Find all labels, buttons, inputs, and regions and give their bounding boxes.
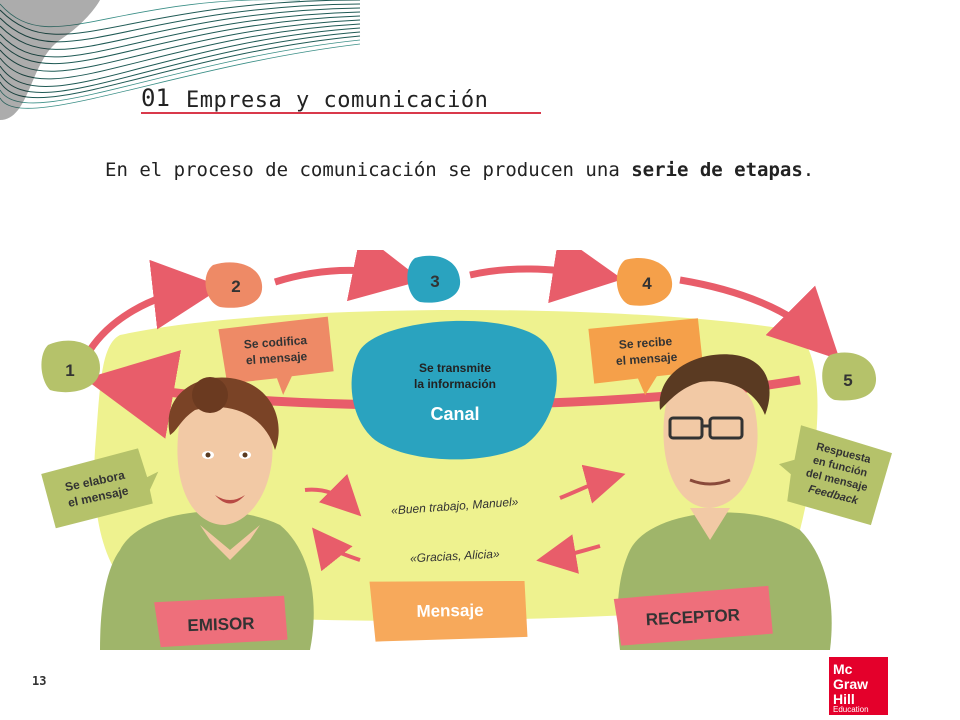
- page-number: 13: [32, 674, 47, 688]
- mcgraw-hill-logo: Mc Graw Hill Education: [829, 657, 888, 715]
- step-3-badge: 3: [407, 255, 461, 303]
- recibe-line-2: el mensaje: [616, 350, 679, 368]
- emisor-label: EMISOR: [187, 614, 255, 635]
- step-5-label: 5: [843, 371, 852, 390]
- step-3-label: 3: [430, 272, 439, 291]
- logo-line-3: Hill: [833, 691, 855, 707]
- codifica-line-2: el mensaje: [245, 349, 308, 367]
- dialogue-receptor: «Gracias, Alicia»: [410, 547, 501, 566]
- receptor-label-box: RECEPTOR: [613, 585, 773, 646]
- bubble-codifica: Se codifica el mensaje: [218, 316, 334, 395]
- mensaje-label: Mensaje: [416, 601, 483, 621]
- codifica-line-1: Se codifica: [243, 333, 308, 351]
- bubble-elabora: Se elabora el mensaje: [41, 448, 159, 529]
- logo-line-1: Mc: [833, 661, 853, 677]
- bubble-recibe: Se recibe el mensaje: [588, 318, 704, 396]
- canal-blob: Se transmite la información Canal: [351, 320, 557, 460]
- step-5-badge: 5: [822, 352, 877, 401]
- chapter-title: Empresa y comunicación: [186, 88, 489, 113]
- bubble-respuesta: Respuesta en función del mensaje Feedbac…: [778, 425, 892, 526]
- emisor-label-box: EMISOR: [154, 595, 288, 648]
- intro-bold: serie de etapas: [631, 159, 803, 181]
- step-1-label: 1: [65, 361, 74, 380]
- transmite-line-1: Se transmite: [419, 361, 491, 375]
- title-underline: [141, 112, 541, 114]
- step-2-label: 2: [231, 277, 240, 296]
- chapter-number: 01: [141, 84, 170, 112]
- intro-text: En el proceso de comunicación se produce…: [105, 159, 632, 181]
- step-4-badge: 4: [616, 258, 673, 306]
- transmite-line-2: la información: [414, 377, 496, 391]
- step-1-badge: 1: [41, 340, 100, 393]
- step-4-label: 4: [642, 274, 652, 293]
- intro-end: .: [802, 159, 815, 181]
- communication-process-illustration: 1 2 3 4 5 Se codifica el mensaje Se reci…: [41, 250, 892, 650]
- decorative-wave-lines: [0, 0, 361, 120]
- canal-label: Canal: [430, 404, 479, 424]
- receptor-label: RECEPTOR: [645, 605, 740, 629]
- logo-line-2: Graw: [833, 676, 869, 692]
- intro-paragraph: En el proceso de comunicación se produce…: [105, 156, 865, 185]
- logo-line-4: Education: [833, 705, 869, 714]
- step-2-badge: 2: [205, 262, 263, 308]
- mensaje-label-box: Mensaje: [369, 580, 528, 642]
- recibe-line-1: Se recibe: [618, 334, 673, 352]
